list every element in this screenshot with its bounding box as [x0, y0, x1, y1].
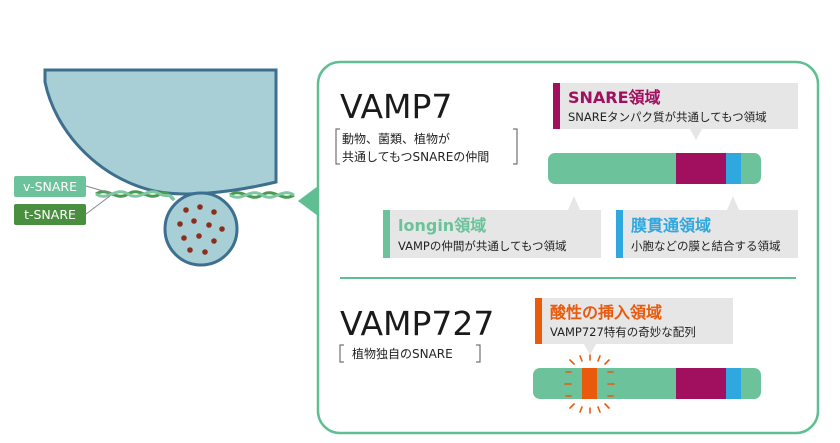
tm-callout-title: 膜貫通領域 [631, 216, 711, 235]
snare-callout-desc: SNAREタンパク質が共通してもつ領域 [568, 110, 767, 124]
insert-highlight-burst [564, 354, 615, 414]
snare-callout: SNARE領域 SNAREタンパク質が共通してもつ領域 [553, 83, 798, 140]
insert-callout-desc: VAMP727特有の奇妙な配列 [550, 325, 696, 339]
vamp727-insert-domain [582, 368, 597, 399]
v-snare-label-box [14, 176, 86, 197]
v-snare-label: v-SNARE [23, 179, 77, 194]
v-snare-leader [85, 185, 111, 194]
vamp7-snare-domain [676, 153, 726, 184]
vamp7-domain-bar [548, 153, 761, 184]
vamp7-desc-line1: 動物、菌類、植物が [342, 131, 450, 146]
insert-callout-title: 酸性の挿入領域 [550, 303, 662, 322]
insert-callout: 酸性の挿入領域 VAMP727特有の奇妙な配列 [535, 298, 733, 355]
vesicle [163, 191, 239, 267]
vamp7-bracket-right [513, 128, 518, 165]
frame-pointer [298, 186, 318, 216]
vamp727-desc: 植物独自のSNARE [352, 346, 453, 361]
cell-compartment [43, 68, 278, 196]
vamp727-domain-bar [533, 368, 761, 399]
vesicle-cargo-dots [177, 204, 225, 255]
vamp727-title: VAMP727 [340, 304, 494, 343]
t-snare-label-box [14, 204, 86, 225]
t-snare-leader [85, 195, 111, 215]
longin-callout-desc: VAMPの仲間が共通してもつ領域 [398, 239, 567, 253]
longin-callout-title: longin領域 [398, 216, 486, 235]
vamp7-title: VAMP7 [340, 87, 452, 126]
vamp7-tm-domain [726, 153, 741, 184]
vamp727-tm-domain [726, 368, 741, 399]
snare-complex-right [229, 191, 295, 199]
tm-callout: 膜貫通領域 小胞などの膜と結合する領域 [616, 196, 798, 258]
t-snare-label: t-SNARE [24, 207, 76, 222]
vamp727-bracket-right [476, 344, 481, 363]
tm-callout-desc: 小胞などの膜と結合する領域 [631, 239, 781, 253]
snare-callout-title: SNARE領域 [568, 88, 661, 107]
vamp727-bracket-left [339, 344, 344, 363]
vamp7-desc-line2: 共通してもつSNAREの仲間 [342, 150, 489, 164]
snare-complex-left [95, 190, 176, 202]
longin-callout: longin領域 VAMPの仲間が共通してもつ領域 [383, 196, 601, 258]
vamp727-snare-domain [676, 368, 726, 399]
vamp7-bracket-left [335, 128, 340, 165]
